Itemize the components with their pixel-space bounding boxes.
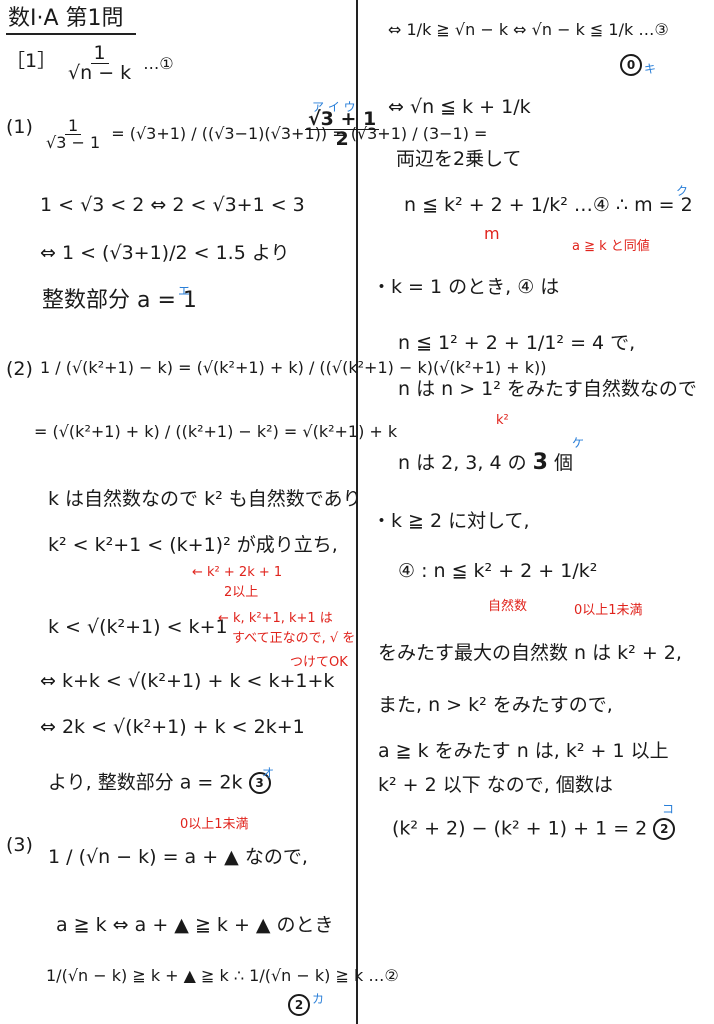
r-tag-ke: ケ bbox=[572, 436, 585, 450]
p1-tag-e: エ bbox=[178, 284, 191, 298]
r-range-2: k² + 2 以下 なので, 個数は bbox=[378, 774, 613, 796]
subproblem-1-label: (1) bbox=[6, 116, 33, 138]
r-answer: 0 bbox=[620, 54, 642, 76]
p3-annotation-range: 0以上1未満 bbox=[180, 817, 249, 832]
p1-inequality-2: ⇔ 1 < (√3+1)/2 < 1.5 より bbox=[40, 242, 290, 264]
r-m-mark: m bbox=[484, 224, 500, 243]
p2-bound-3: ⇔ 2k < √(k²+1) + k < 2k+1 bbox=[40, 716, 305, 738]
r-equivalence: ⇔ 1/k ≧ √n − k ⇔ √n − k ≦ 1/k …③ bbox=[388, 20, 669, 39]
p3-inequality: a ≧ k ⇔ a + ▲ ≧ k + ▲ のとき bbox=[56, 914, 334, 936]
column-divider bbox=[356, 0, 358, 1024]
r-annotation-equivalent: a ≧ k と同値 bbox=[572, 239, 650, 254]
r-case-k1: ・k = 1 のとき, ④ は bbox=[372, 276, 560, 298]
r-inequality-4: n ≦ k² + 2 + 1/k² …④ ∴ m = 2 bbox=[404, 194, 693, 216]
p2-annotation-2ormore: 2以上 bbox=[224, 585, 259, 600]
r-range-1: a ≧ k をみたす n は, k² + 1 以上 bbox=[378, 740, 669, 762]
subproblem-3-label: (3) bbox=[6, 834, 33, 856]
r-square-step: 両辺を2乗して bbox=[396, 148, 522, 170]
p2-annotation-positive-1: ← k, k²+1, k+1 は bbox=[218, 611, 333, 626]
p2-bound: k < √(k²+1) < k+1 bbox=[48, 616, 228, 638]
subproblem-2-label: (2) bbox=[6, 358, 33, 380]
r-case-k1-count: n は 2, 3, 4 の 3 個 bbox=[398, 450, 574, 475]
r-count: (k² + 2) − (k² + 1) + 1 = 2 2 bbox=[392, 818, 676, 840]
r-tag-ko: コ bbox=[662, 802, 675, 816]
p2-annotation-expand: ← k² + 2k + 1 bbox=[192, 565, 283, 580]
r-answer-choice: 0 bbox=[620, 54, 642, 76]
p3-tag: カ bbox=[312, 992, 325, 1006]
p2-statement-2: k² < k²+1 < (k+1)² が成り立ち, bbox=[48, 534, 338, 556]
equation-1: 1√n − k …① bbox=[68, 42, 174, 84]
r-sqrt-bound: ⇔ √n ≦ k + 1/k bbox=[388, 96, 531, 118]
p3-answer: 2 bbox=[288, 994, 310, 1016]
p3-answer-choice: 2 bbox=[288, 994, 310, 1016]
p1-equation: 1√3 − 1 = (√3+1) / ((√3−1)(√3+1)) = (√3+… bbox=[46, 116, 488, 152]
p2-answer-choice: 3 bbox=[248, 772, 271, 794]
page-title: 数I·A 第1問 bbox=[8, 6, 124, 31]
title-underline bbox=[6, 33, 136, 35]
r-case-k1-cond: n は n > 1² をみたす自然数なので bbox=[398, 378, 697, 400]
r-annotation-k2: k² bbox=[496, 413, 509, 428]
p2-conclusion: より, 整数部分 a = 2k 3 bbox=[48, 772, 271, 794]
r-count-answer: 2 bbox=[653, 818, 676, 840]
r-max-n: をみたす最大の自然数 n は k² + 2, bbox=[378, 642, 682, 664]
r-case-k1-bound: n ≦ 1² + 2 + 1/1² = 4 で, bbox=[398, 332, 636, 354]
r-case-k2: ・k ≧ 2 に対して, bbox=[372, 510, 530, 532]
p2-annotation-positive-2: すべて正なので, √ を bbox=[232, 631, 356, 646]
r-inequality-4-recall: ④ : n ≦ k² + 2 + 1/k² bbox=[398, 560, 598, 582]
p2-bound-2: ⇔ k+k < √(k²+1) + k < k+1+k bbox=[40, 670, 335, 692]
p3-result: 1/(√n − k) ≧ k + ▲ ≧ k ∴ 1/(√n − k) ≧ k … bbox=[46, 966, 399, 985]
p2-rationalize: 1 / (√(k²+1) − k) = (√(k²+1) + k) / ((√(… bbox=[40, 358, 547, 377]
r-tag-ki: キ bbox=[644, 62, 657, 76]
r-annotation-natural: 自然数 bbox=[488, 599, 528, 614]
p1-integer-part: 整数部分 a = 1 bbox=[42, 288, 197, 313]
p3-equation: 1 / (√n − k) = a + ▲ なので, bbox=[48, 846, 308, 868]
r-case-k1-answer: 3 bbox=[532, 450, 548, 475]
r-annotation-range: 0以上1未満 bbox=[574, 603, 643, 618]
p1-inequality: 1 < √3 < 2 ⇔ 2 < √3+1 < 3 bbox=[40, 194, 305, 216]
p2-simplify: = (√(k²+1) + k) / ((k²+1) − k²) = √(k²+1… bbox=[34, 422, 398, 441]
p2-annotation-ok: つけてOK bbox=[290, 655, 348, 670]
r-lower-cond: また, n > k² をみたすので, bbox=[378, 694, 613, 716]
p2-tag: オ bbox=[262, 766, 275, 780]
r-tag-ku: ク bbox=[676, 184, 689, 198]
p2-statement-1: k は自然数なので k² も自然数であり bbox=[48, 488, 362, 510]
p1-answer-tags: ア イ ウ bbox=[312, 100, 356, 114]
part-label: ［1］ bbox=[6, 50, 57, 72]
